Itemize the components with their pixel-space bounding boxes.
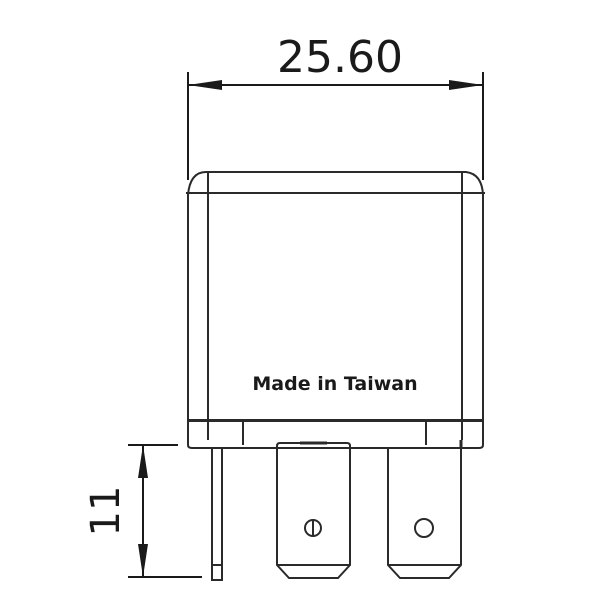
- thin-pin: [211, 448, 223, 581]
- blade-terminal-left: [276, 441, 351, 579]
- relay-body: [186, 171, 485, 449]
- width-dimension: [187, 72, 484, 180]
- body-label: Made in Taiwan: [252, 373, 417, 395]
- pin-length-dimension-value: 11: [83, 486, 129, 537]
- width-dimension-value: 25.60: [277, 32, 403, 83]
- blade-terminal-right: [387, 440, 463, 579]
- relay-pins: [211, 440, 463, 581]
- pin-length-dimension: [128, 444, 202, 578]
